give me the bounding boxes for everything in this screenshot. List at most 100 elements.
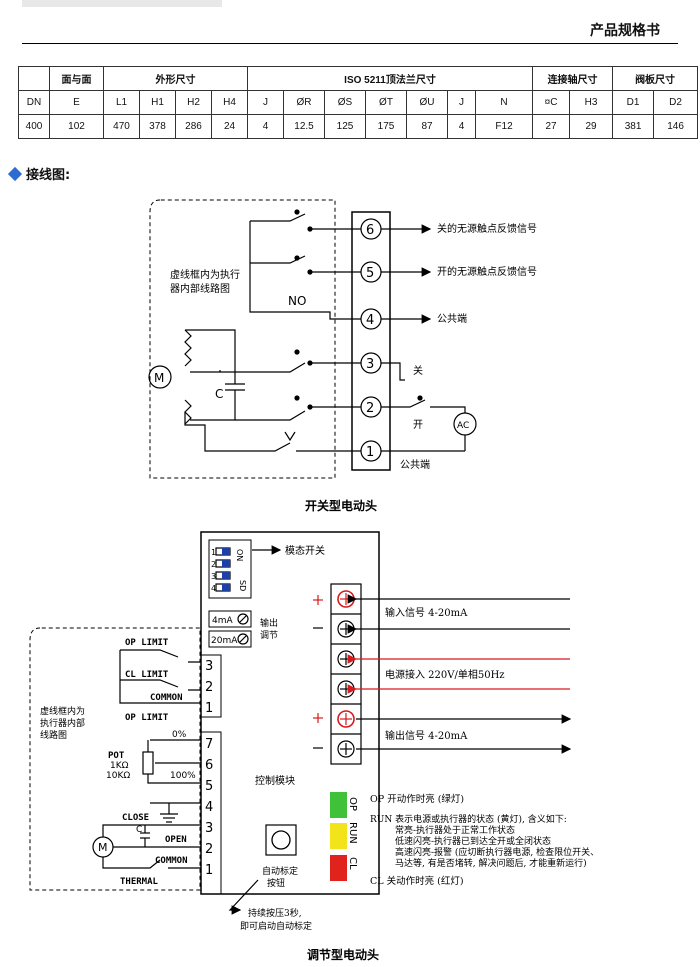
- terminal-4: 4: [366, 313, 374, 328]
- auto-calibrate-button[interactable]: [271, 830, 291, 850]
- mod-note-3: 线路图: [40, 729, 67, 741]
- lt-bot-6: 6: [205, 758, 213, 773]
- op-limit-label-2: OP LIMIT: [125, 713, 169, 723]
- feedback-open-label: 开的无源触点反馈信号: [437, 265, 537, 278]
- header-cell: J: [247, 90, 284, 115]
- switch-note-line-2: 器内部线路图: [170, 282, 230, 295]
- output-signal-label: 输出信号 4-20mA: [385, 729, 468, 742]
- auto-calibrate-button-box[interactable]: [265, 824, 297, 856]
- common-label-top: COMMON: [150, 693, 183, 703]
- modulating-caption: 调节型电动头: [307, 947, 379, 962]
- data-cell: 102: [49, 114, 104, 139]
- open-label: 开: [413, 420, 423, 431]
- data-cell: 27: [532, 114, 571, 139]
- header-cell: ØU: [406, 90, 448, 115]
- data-cell: 24: [211, 114, 248, 139]
- dip-num-1: 1: [211, 548, 216, 557]
- feedback-close-label: 关的无源触点反馈信号: [437, 222, 537, 235]
- modulating-diagram: [29, 531, 572, 915]
- close-label-mod: CLOSE: [122, 813, 149, 823]
- data-cell: 87: [406, 114, 448, 139]
- led-cl-text: CL: [347, 857, 358, 870]
- terminal-6: 6: [366, 223, 374, 238]
- data-cell: 4: [447, 114, 476, 139]
- motor-m-label: M: [98, 841, 108, 854]
- legend-run-1: 常亮-执行器处于正常工作状态: [395, 824, 515, 836]
- adjust-label-2: 调节: [260, 630, 278, 641]
- data-cell: 146: [653, 114, 699, 139]
- legend-run: RUN 表示电源或执行器的状态 (黄灯), 含义如下:: [370, 813, 567, 825]
- mod-note-1: 虚线框内为: [40, 705, 85, 717]
- pot-r1: 1KΩ: [110, 761, 129, 771]
- dip-label: 模态开关: [285, 544, 325, 557]
- lt-bot-5: 5: [205, 779, 213, 794]
- data-cell: 400: [18, 114, 50, 139]
- top-decor-bar: [0, 0, 700, 8]
- group-cell-outline: 外形尺寸: [103, 66, 248, 91]
- modulating-dashed-frame: [29, 627, 201, 891]
- mod-note-2: 执行器内部: [40, 717, 85, 729]
- header-cell: D2: [653, 90, 699, 115]
- capacitor-c: C: [215, 387, 223, 401]
- led-run-text: RUN: [347, 822, 358, 844]
- pot-0: 0%: [172, 730, 187, 740]
- pot-r2: 10KΩ: [106, 771, 130, 781]
- press-note-2: 即可启动自动标定: [240, 920, 312, 932]
- close-label: 关: [413, 364, 423, 377]
- dip-num-4: 4: [211, 584, 216, 593]
- switch-terminals: [360, 218, 382, 462]
- dip-num-2: 2: [211, 560, 216, 569]
- switch-diagram: [148, 199, 477, 479]
- auto-btn-label-1: 自动标定: [262, 865, 298, 877]
- dip-sd: SD: [238, 580, 247, 591]
- cl-limit-label: CL LIMIT: [125, 670, 169, 680]
- switch-terminal-block: [351, 211, 391, 471]
- section-title-text: 接线图:: [26, 168, 71, 183]
- dip-on: ON: [235, 549, 244, 561]
- document-title: 产品规格书: [590, 23, 660, 39]
- power-label: 电源接入 220V/单相50Hz: [385, 668, 505, 681]
- led-run: [330, 823, 347, 849]
- terminal-3: 3: [366, 357, 374, 372]
- lt-bot-3: 3: [205, 821, 213, 836]
- data-cell: F12: [474, 114, 534, 139]
- common-label-mod: COMMON: [155, 856, 188, 866]
- led-cl: [330, 855, 347, 881]
- legend-op: OP 开动作时亮 (绿灯): [370, 793, 464, 805]
- open-label-mod: OPEN: [165, 835, 187, 845]
- lt-bot-1: 1: [205, 863, 213, 878]
- terminal-2: 2: [366, 401, 374, 416]
- data-cell: 378: [139, 114, 176, 139]
- terminal-5: 5: [366, 266, 374, 281]
- legend-cl: CL 关动作时亮 (红灯): [370, 875, 464, 887]
- header-cell: E: [49, 90, 104, 115]
- auto-btn-label-2: 按钮: [267, 877, 285, 889]
- switch-diagram-text: 虚线框内为执行 器内部线路图 NO 6 5 4 3 2 1 关的无源触点反馈信号…: [154, 222, 537, 471]
- wiring-section-title: 接线图:: [7, 164, 71, 183]
- m20-label: 20mA: [211, 636, 238, 646]
- motor-c-label: C: [136, 825, 142, 835]
- lt-top-3: 3: [205, 659, 213, 674]
- modulating-diagram-text: ON 1 2 3 4 SD 模态开关 4mA 20mA 输出 调节 输入信号 4…: [40, 544, 599, 932]
- table-group-row: 面与面 外形尺寸 ISO 5211顶法兰尺寸 连接轴尺寸 阀板尺寸: [18, 66, 699, 91]
- switch-dashed-frame: [149, 199, 336, 479]
- switch-note-line-1: 虚线框内为执行: [170, 268, 240, 281]
- op-limit-label: OP LIMIT: [125, 638, 169, 648]
- common-label: 公共端: [437, 312, 467, 325]
- control-module-label: 控制模块: [255, 774, 295, 787]
- title-rule: [22, 43, 678, 44]
- pot-name: POT: [108, 751, 125, 761]
- lt-bot-7: 7: [205, 737, 213, 752]
- no-label: NO: [288, 294, 306, 308]
- adjust-label-1: 输出: [260, 617, 278, 629]
- group-cell-iso: ISO 5211顶法兰尺寸: [246, 66, 534, 91]
- terminal-1: 1: [366, 445, 374, 460]
- legend-run-2: 低速闪亮-执行器已到达全开或全闭状态: [395, 835, 551, 847]
- ac-label: AC: [457, 421, 469, 431]
- header-cell: H4: [211, 90, 248, 115]
- header-cell: ¤C: [532, 90, 571, 115]
- legend-run-3: 高速闪亮-报警 (应切断执行器电源, 检查限位开关、: [395, 846, 599, 858]
- group-cell-face: 面与面: [49, 66, 104, 91]
